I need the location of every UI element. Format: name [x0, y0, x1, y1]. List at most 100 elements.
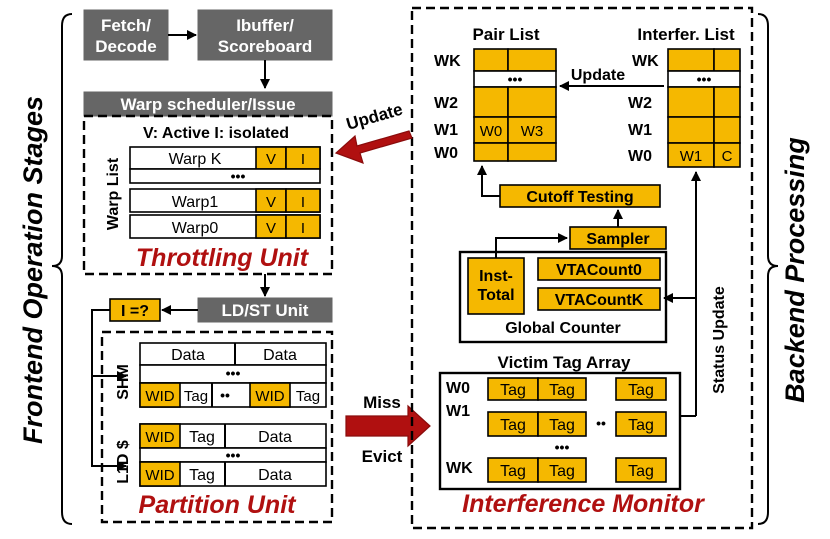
l1d-tag-2: Tag [189, 467, 215, 484]
interference-monitor-box [410, 6, 754, 530]
vta-tag: Tag [549, 463, 575, 480]
victim-tag-array-box [438, 371, 682, 491]
interference-monitor-title: Interference Monitor [462, 490, 705, 518]
status-update-label: Status Update [711, 286, 728, 394]
shm-table: Data Data ••• WID Tag •• WID Tag [139, 342, 327, 408]
throttling-unit-title: Throttling Unit [136, 244, 310, 272]
scoreboard-label: Scoreboard [218, 37, 312, 56]
vta-tag: Tag [549, 417, 575, 434]
warp-list-label: Warp List [105, 157, 122, 230]
warp-row-0: Warp0 V I [129, 214, 321, 239]
l1d-data-1: Data [258, 429, 292, 446]
total-label: Total [477, 287, 514, 304]
l1d-wid-1: WID [145, 429, 174, 446]
partition-unit-box [100, 330, 334, 524]
interfer-list-title: Interfer. List [637, 25, 735, 44]
vta-countk-label: VTACountK [555, 292, 644, 309]
vta-row-0-cells: Tag Tag Tag [487, 377, 667, 401]
shm-label: SHM [115, 364, 132, 400]
pair-w1-first: W0 [480, 123, 503, 140]
ibuffer-box [197, 9, 333, 61]
warp-name: Warp0 [172, 220, 219, 237]
shm-tag-1: Tag [184, 388, 208, 405]
warp-name: Warp1 [172, 194, 219, 211]
victim-tag-array-title: Victim Tag Array [498, 353, 631, 372]
sampler-label: Sampler [586, 231, 649, 248]
inst-total-box [467, 257, 525, 315]
vta-countk-box [537, 287, 661, 311]
cutoff-testing-label: Cutoff Testing [526, 189, 633, 206]
vta-ellipsis: ••• [555, 439, 570, 455]
warp-name: Warp K [169, 151, 222, 168]
vta-tag: Tag [628, 382, 654, 399]
warp-ellipsis: ••• [231, 168, 246, 184]
l1d-label: L1D $ [115, 440, 132, 484]
inst-label: Inst- [479, 268, 513, 285]
vta-mid-ellipsis: •• [596, 415, 606, 431]
i-check-label: I =? [121, 303, 149, 320]
active-isolated-legend: V: Active I: isolated [143, 125, 289, 142]
interfer-w0-first: W1 [680, 148, 703, 165]
vta-row-k-cells: Tag Tag Tag [487, 457, 667, 483]
warp-row-1: Warp1 V I [129, 188, 321, 213]
left-brace [51, 13, 73, 525]
fetch-decode-box [83, 9, 169, 61]
shm-ellipsis: ••• [226, 365, 241, 381]
shm-data-2: Data [263, 347, 297, 364]
vta-row-wk: WK [446, 460, 473, 477]
evict-label: Evict [362, 447, 403, 466]
vta-row-1-cells: Tag Tag •• Tag [487, 411, 667, 437]
throttling-unit-box [82, 114, 334, 276]
pair-row-wk: WK [434, 53, 461, 70]
l1d-tag-1: Tag [189, 429, 215, 446]
backend-label: Backend Processing [780, 137, 810, 403]
pair-row-w1: W1 [434, 122, 458, 139]
miss-label: Miss [363, 393, 401, 412]
interfer-w0-second: C [722, 148, 733, 165]
pair-ellipsis: ••• [508, 71, 523, 87]
l1d-ellipsis: ••• [226, 447, 241, 463]
active-flag: V [266, 194, 276, 211]
sampler-box [569, 226, 667, 250]
pair-row-w2: W2 [434, 95, 458, 112]
shm-mid-ellipsis: •• [220, 387, 230, 403]
shm-data-1: Data [171, 347, 205, 364]
ibuffer-label: Ibuffer/ [236, 16, 294, 35]
interfer-row-w0: W0 [628, 148, 652, 165]
miss-evict-arrow [345, 404, 431, 448]
frontend-label: Frontend Operation Stages [18, 96, 48, 444]
interfer-list-table: ••• W1 C [667, 48, 741, 168]
l1d-table: WID Tag Data ••• WID Tag Data [139, 423, 327, 487]
interfer-ellipsis: ••• [697, 71, 712, 87]
l1d-wid-2: WID [145, 467, 174, 484]
interfer-row-w2: W2 [628, 95, 652, 112]
vta-count0-label: VTACount0 [556, 262, 642, 279]
isolated-flag: I [301, 220, 305, 237]
l1d-data-2: Data [258, 467, 292, 484]
update-label-left: Update [344, 100, 405, 134]
fetch-label: Fetch/ [101, 16, 151, 35]
vta-tag: Tag [500, 417, 526, 434]
vta-tag: Tag [628, 463, 654, 480]
vta-row-w0: W0 [446, 380, 470, 397]
pair-w1-second: W3 [521, 123, 544, 140]
shm-wid-2: WID [255, 388, 284, 405]
active-flag: V [266, 151, 276, 168]
update-label-right: Update [571, 67, 625, 84]
warp-scheduler-header [83, 91, 333, 117]
interfer-row-wk: WK [632, 53, 659, 70]
pair-list-title: Pair List [472, 25, 539, 44]
global-counter-label: Global Counter [505, 320, 621, 337]
isolated-flag: I [301, 194, 305, 211]
vta-tag: Tag [549, 382, 575, 399]
right-brace [757, 13, 779, 525]
pair-list-table: ••• W0 W3 [473, 48, 557, 162]
ldst-unit-label: LD/ST Unit [222, 301, 309, 320]
vta-count0-box [537, 257, 661, 281]
interfer-row-w1: W1 [628, 122, 652, 139]
vta-tag: Tag [500, 463, 526, 480]
shm-wid-1: WID [145, 388, 174, 405]
warp-scheduler-label: Warp scheduler/Issue [120, 95, 295, 114]
warp-row-k: Warp K V I [129, 146, 321, 170]
